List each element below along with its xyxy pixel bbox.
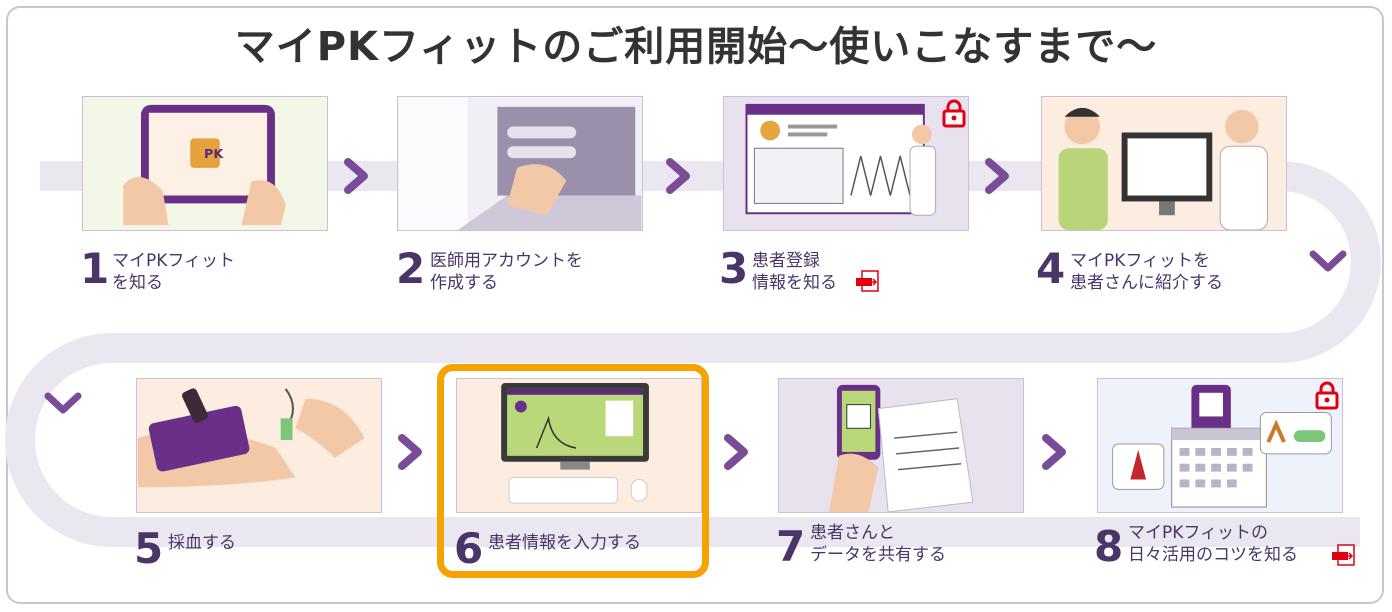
step-1-label[interactable]: マイPKフィット を知る: [112, 250, 235, 294]
chevron-right-icon: [666, 158, 690, 194]
step-2-number: 2: [396, 244, 426, 293]
step-3-card[interactable]: [723, 96, 969, 231]
step-3-number: 3: [719, 244, 749, 293]
chevron-right-icon: [344, 158, 368, 194]
step-5-label[interactable]: 採血する: [168, 532, 236, 554]
blood-sampling-illustration: [137, 379, 381, 512]
step-1-number: 1: [80, 244, 110, 293]
step-1-card[interactable]: PK: [82, 96, 328, 231]
step-4-number: 4: [1036, 244, 1066, 293]
step-3-label-line1: 患者登録: [752, 251, 820, 271]
step-1-label-line2: を知る: [112, 273, 163, 293]
step-4-label[interactable]: マイPKフィットを 患者さんに紹介する: [1070, 250, 1223, 294]
consultation-illustration: [1042, 97, 1286, 230]
pdf-icon[interactable]: [1332, 544, 1356, 566]
phone-share-illustration: [779, 379, 1023, 512]
step-3-label[interactable]: 患者登録 情報を知る: [752, 250, 837, 294]
laptop-illustration: [398, 97, 642, 230]
step-8-number: 8: [1094, 522, 1124, 571]
step-7-number: 7: [776, 522, 806, 571]
step-8-label[interactable]: マイPKフィットの 日々活用のコツを知る: [1128, 522, 1298, 566]
step-2-label-line2: 作成する: [430, 273, 498, 293]
step-6-number: 6: [454, 524, 484, 573]
calendar-illustration: [1098, 379, 1342, 512]
step-8-label-line1: マイPKフィットの: [1128, 523, 1269, 543]
step-2-card[interactable]: [397, 96, 643, 231]
lock-icon: [1315, 381, 1339, 410]
chevron-down-icon: [1309, 250, 1347, 272]
step-6-label-line1: 患者情報を入力する: [488, 533, 641, 553]
step-8-card[interactable]: [1097, 378, 1343, 513]
page-title: マイPKフィットのご利用開始～使いこなすまで～: [234, 24, 1158, 70]
step-4-card[interactable]: [1041, 96, 1287, 231]
step-7-label[interactable]: 患者さんと データを共有する: [810, 522, 946, 566]
chevron-right-icon: [985, 158, 1009, 194]
current-step-highlight: [437, 364, 709, 578]
step-7-card[interactable]: [778, 378, 1024, 513]
step-5-label-line1: 採血する: [168, 533, 236, 553]
lock-icon: [942, 99, 966, 128]
step-5-number: 5: [134, 524, 164, 573]
step-2-label-line1: 医師用アカウントを: [430, 251, 583, 271]
step-5-card[interactable]: [136, 378, 382, 513]
chevron-right-icon: [1042, 434, 1066, 470]
step-8-label-line2: 日々活用のコツを知る: [1128, 545, 1298, 565]
step-6-card[interactable]: [456, 378, 702, 513]
chevron-right-icon: [724, 434, 748, 470]
svg-text:PK: PK: [204, 147, 224, 162]
step-4-label-line2: 患者さんに紹介する: [1070, 273, 1223, 293]
doctor-presentation-illustration: [724, 97, 968, 230]
step-4-label-line1: マイPKフィットを: [1070, 251, 1211, 271]
step-1-label-line1: マイPKフィット: [112, 251, 236, 271]
step-7-label-line2: データを共有する: [810, 545, 946, 565]
step-6-label[interactable]: 患者情報を入力する: [488, 532, 641, 554]
chevron-down-icon: [44, 392, 82, 414]
monitor-illustration: [457, 379, 701, 512]
chevron-right-icon: [398, 434, 422, 470]
tablet-illustration: PK: [83, 97, 327, 230]
step-3-label-line2: 情報を知る: [752, 273, 837, 293]
pdf-icon[interactable]: [856, 270, 880, 292]
step-7-label-line1: 患者さんと: [810, 523, 895, 543]
step-2-label[interactable]: 医師用アカウントを 作成する: [430, 250, 583, 294]
